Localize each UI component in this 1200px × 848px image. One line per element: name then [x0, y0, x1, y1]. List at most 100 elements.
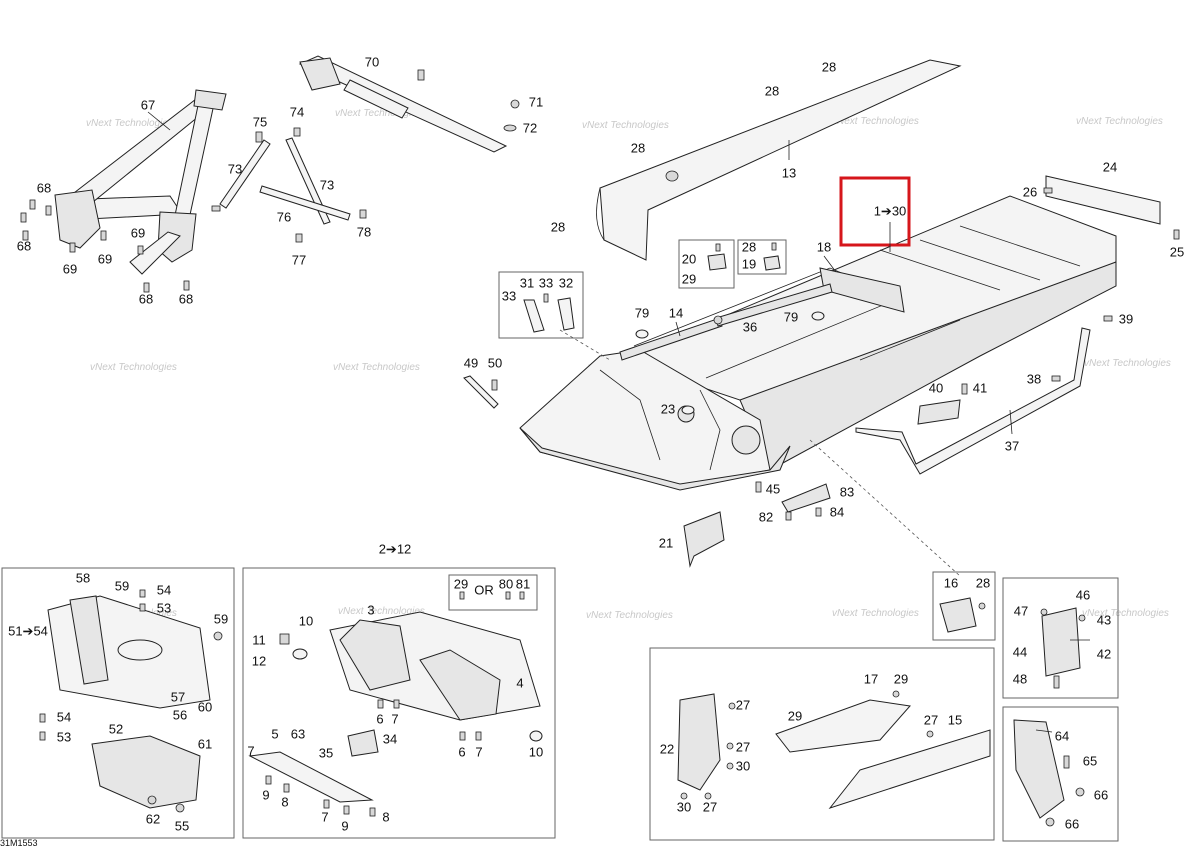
main-chassis-assembly[interactable] [519, 195, 1117, 491]
callout-c78[interactable]: 78 [357, 224, 371, 239]
callout-c14[interactable]: 14 [669, 305, 683, 320]
callout-c30b[interactable]: 30 [677, 799, 691, 814]
callout-c64[interactable]: 64 [1055, 728, 1069, 743]
callout-c13[interactable]: 13 [782, 165, 796, 180]
callout-c3[interactable]: 3 [367, 602, 374, 617]
callout-c29a[interactable]: 29 [682, 271, 696, 286]
callout-c29b[interactable]: 29 [454, 576, 468, 591]
callout-c68d[interactable]: 68 [179, 291, 193, 306]
callout-c79b[interactable]: 79 [784, 309, 798, 324]
callout-c74[interactable]: 74 [290, 104, 304, 119]
callout-c12[interactable]: 12 [252, 653, 266, 668]
callout-c48[interactable]: 48 [1013, 671, 1027, 686]
callout-c9a[interactable]: 9 [262, 787, 269, 802]
callout-c28e[interactable]: 28 [742, 239, 756, 254]
callout-c28d[interactable]: 28 [551, 219, 565, 234]
callout-c73b[interactable]: 73 [320, 177, 334, 192]
callout-c21[interactable]: 21 [659, 535, 673, 550]
part-67-support-frame[interactable] [54, 89, 227, 275]
callout-c27c[interactable]: 27 [736, 739, 750, 754]
callout-c42[interactable]: 42 [1097, 646, 1111, 661]
callout-c63[interactable]: 63 [291, 726, 305, 741]
inset-16-28[interactable] [932, 571, 996, 641]
part-14-36-rails[interactable] [619, 283, 833, 361]
callout-c43[interactable]: 43 [1097, 612, 1111, 627]
panel-2-12[interactable] [242, 567, 556, 839]
inset-64-66[interactable] [1002, 706, 1119, 842]
callout-c83[interactable]: 83 [840, 484, 854, 499]
callout-c35[interactable]: 35 [319, 745, 333, 760]
callout-c46[interactable]: 46 [1076, 587, 1090, 602]
callout-c55[interactable]: 55 [175, 818, 189, 833]
callout-c36[interactable]: 36 [743, 319, 757, 334]
callout-c69a[interactable]: 69 [63, 261, 77, 276]
callout-c62[interactable]: 62 [146, 811, 160, 826]
callout-c59b[interactable]: 59 [214, 611, 228, 626]
callout-c29d[interactable]: 29 [788, 708, 802, 723]
callout-c29c[interactable]: 29 [894, 671, 908, 686]
callout-c31[interactable]: 31 [520, 275, 534, 290]
callout-c28a[interactable]: 28 [822, 59, 836, 74]
callout-c50[interactable]: 50 [488, 355, 502, 370]
part-18-seat-bracket[interactable] [819, 267, 905, 313]
callout-c70[interactable]: 70 [365, 54, 379, 69]
callout-c2to12[interactable]: 2➔12 [379, 541, 412, 556]
callout-c67[interactable]: 67 [141, 97, 155, 112]
callout-c40[interactable]: 40 [929, 380, 943, 395]
callout-c53a[interactable]: 53 [157, 600, 171, 615]
callout-c32[interactable]: 32 [559, 275, 573, 290]
callout-c8b[interactable]: 8 [382, 809, 389, 824]
callout-cor[interactable]: OR [474, 582, 494, 597]
callout-c23[interactable]: 23 [661, 401, 675, 416]
callout-c38[interactable]: 38 [1027, 371, 1041, 386]
callout-c49[interactable]: 49 [464, 355, 478, 370]
callout-c28b[interactable]: 28 [765, 83, 779, 98]
callout-c8a[interactable]: 8 [281, 794, 288, 809]
callout-c18[interactable]: 18 [817, 239, 831, 254]
callout-c27a[interactable]: 27 [736, 697, 750, 712]
callout-c7d[interactable]: 7 [321, 809, 328, 824]
callout-c6a[interactable]: 6 [376, 711, 383, 726]
callout-c27d[interactable]: 27 [703, 799, 717, 814]
callout-c26[interactable]: 26 [1023, 184, 1037, 199]
callout-c59a[interactable]: 59 [115, 578, 129, 593]
part-13-tunnel-heat-shield[interactable] [596, 59, 962, 261]
callout-c71[interactable]: 71 [529, 94, 543, 109]
callout-c15[interactable]: 15 [948, 712, 962, 727]
callout-c69b[interactable]: 69 [98, 251, 112, 266]
callout-c65[interactable]: 65 [1083, 753, 1097, 768]
callout-c79a[interactable]: 79 [635, 305, 649, 320]
callout-c7c[interactable]: 7 [475, 744, 482, 759]
callout-c82[interactable]: 82 [759, 509, 773, 524]
callout-c20[interactable]: 20 [682, 251, 696, 266]
callout-c54b[interactable]: 54 [57, 709, 71, 724]
callout-c76[interactable]: 76 [277, 209, 291, 224]
callout-c39[interactable]: 39 [1119, 311, 1133, 326]
callout-c28c[interactable]: 28 [631, 140, 645, 155]
callout-c6b[interactable]: 6 [458, 744, 465, 759]
callout-c77[interactable]: 77 [292, 252, 306, 267]
highlight-label[interactable]: 1➔30 [874, 203, 907, 218]
callout-c41[interactable]: 41 [973, 380, 987, 395]
callout-c66a[interactable]: 66 [1094, 787, 1108, 802]
callout-c10a[interactable]: 10 [299, 613, 313, 628]
callout-c19[interactable]: 19 [742, 256, 756, 271]
callout-c68c[interactable]: 68 [139, 291, 153, 306]
callout-c68b[interactable]: 68 [17, 238, 31, 253]
callout-c75[interactable]: 75 [253, 114, 267, 129]
callout-c45[interactable]: 45 [766, 481, 780, 496]
callout-c58[interactable]: 58 [76, 570, 90, 585]
callout-c53b[interactable]: 53 [57, 729, 71, 744]
callout-c16[interactable]: 16 [944, 575, 958, 590]
part-70-brace[interactable] [298, 55, 508, 153]
part-40-bracket[interactable] [917, 399, 961, 425]
part-73-76-rods[interactable] [219, 137, 351, 225]
panel-51-62[interactable] [1, 567, 235, 839]
callout-c33b[interactable]: 33 [502, 288, 516, 303]
callout-c25[interactable]: 25 [1170, 244, 1184, 259]
callout-c11[interactable]: 11 [252, 632, 266, 647]
callout-c68a[interactable]: 68 [37, 180, 51, 195]
callout-c37[interactable]: 37 [1005, 438, 1019, 453]
callout-c4[interactable]: 4 [516, 675, 523, 690]
callout-c73a[interactable]: 73 [228, 161, 242, 176]
